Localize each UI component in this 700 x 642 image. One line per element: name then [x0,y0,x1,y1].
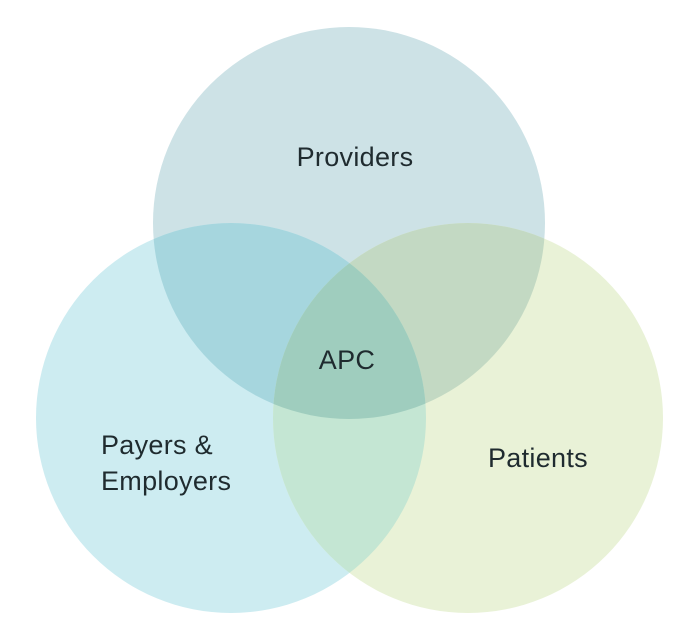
payers-label-line-1: Payers & [101,430,213,460]
payers-label-line-2: Employers [101,466,231,496]
apc-label: APC [319,345,375,375]
apc-intersection [273,223,426,419]
providers-label: Providers [297,142,414,172]
patients-label: Patients [488,443,588,473]
